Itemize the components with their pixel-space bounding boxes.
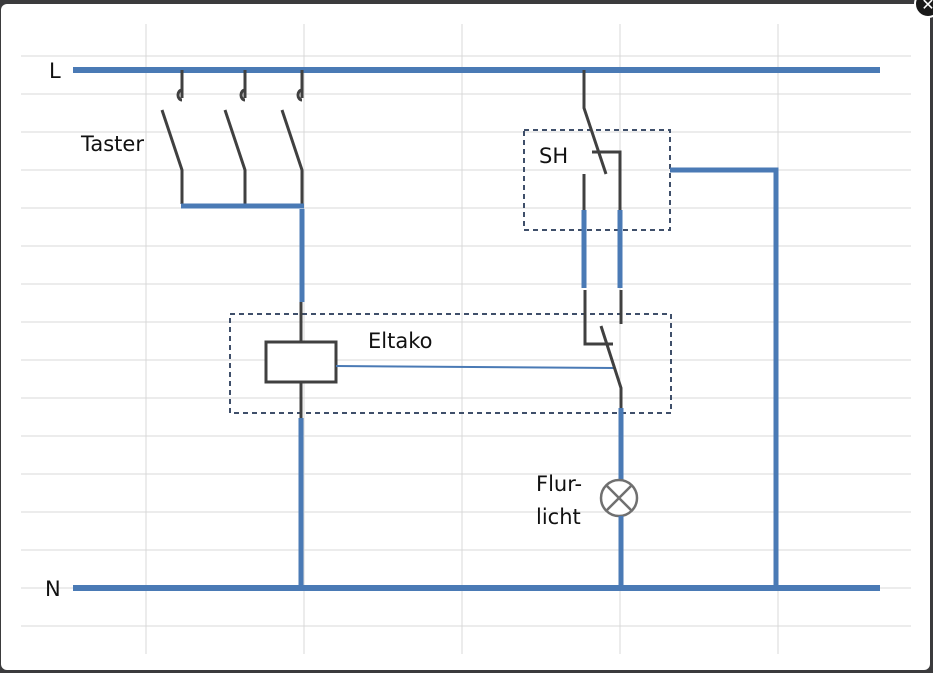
label-N: N bbox=[45, 577, 61, 601]
push-button-1 bbox=[160, 70, 184, 204]
label-flurlicht-1: Flur- bbox=[536, 472, 582, 496]
sh-switch bbox=[582, 70, 622, 210]
push-buttons bbox=[160, 70, 304, 204]
label-L: L bbox=[49, 59, 61, 83]
label-flurlicht-2: licht bbox=[536, 505, 581, 529]
sh-box bbox=[523, 129, 671, 231]
diagram-dialog: L N Taster Eltako SH bbox=[1, 4, 930, 670]
close-button[interactable]: ✕ bbox=[914, 0, 933, 18]
relay-contact bbox=[583, 290, 623, 408]
sh-to-neutral-wire bbox=[670, 167, 779, 588]
grid bbox=[21, 24, 911, 654]
label-sh: SH bbox=[539, 144, 568, 168]
eltako-box bbox=[229, 313, 672, 414]
wiring-diagram: L N Taster Eltako SH bbox=[21, 24, 911, 654]
lamp-icon bbox=[599, 478, 639, 518]
label-taster: Taster bbox=[80, 132, 144, 156]
push-button-2 bbox=[223, 70, 247, 204]
push-button-3 bbox=[280, 70, 304, 204]
relay-mechanical-link bbox=[335, 365, 615, 369]
label-eltako: Eltako bbox=[368, 329, 432, 353]
relay-coil bbox=[264, 340, 338, 384]
